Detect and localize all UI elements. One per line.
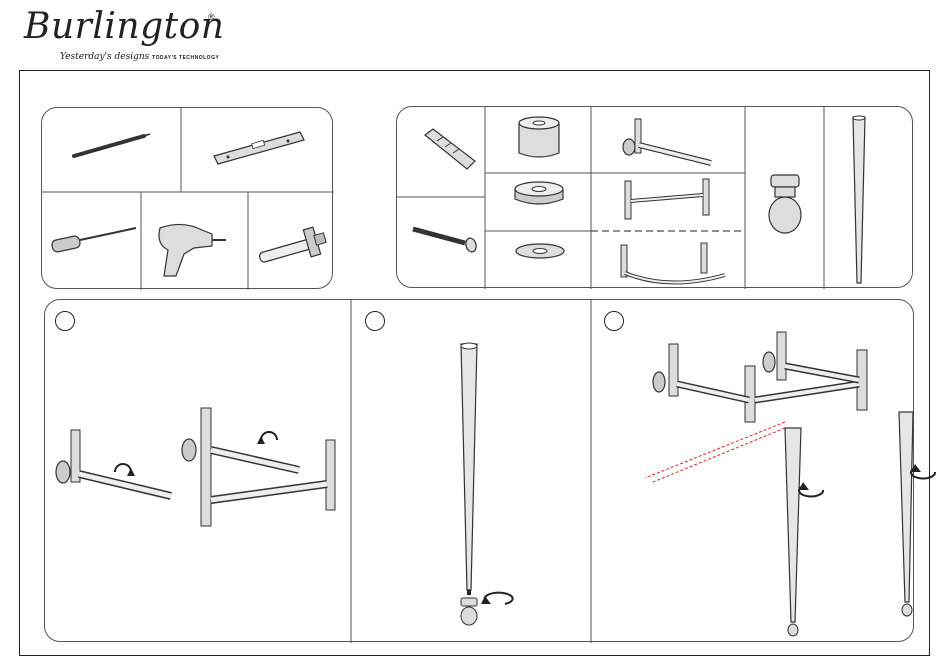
spirit-level-icon bbox=[212, 126, 307, 166]
brand-name: Burlington bbox=[24, 6, 224, 47]
tools-panel bbox=[41, 107, 333, 289]
screw-icon bbox=[411, 223, 481, 253]
step-2-attach-foot bbox=[351, 300, 591, 643]
brand-tagline: Yesterday's designs TODAY'S TECHNOLOGY bbox=[60, 52, 219, 62]
flat-washer-icon bbox=[513, 241, 567, 263]
pencil-icon bbox=[72, 128, 152, 168]
step-1-assemble-rails bbox=[45, 300, 351, 643]
leg-foot-icon bbox=[765, 173, 805, 235]
tagline-text: Yesterday's designs bbox=[60, 52, 149, 62]
rubber-washer-icon bbox=[511, 181, 567, 211]
parts-panel bbox=[396, 106, 913, 288]
spacer-icon bbox=[515, 113, 563, 161]
steps-panel bbox=[44, 299, 914, 642]
curved-rail-icon bbox=[619, 243, 729, 289]
registered-mark: ® bbox=[208, 12, 215, 22]
wall-bracket-rail-icon bbox=[619, 113, 719, 169]
wall-plug-icon bbox=[421, 127, 481, 177]
screwdriver-icon bbox=[50, 226, 140, 256]
step-3-attach-legs bbox=[591, 300, 915, 643]
front-rail-icon bbox=[619, 177, 719, 227]
drill-icon bbox=[152, 220, 232, 278]
leg-icon bbox=[849, 115, 869, 287]
brand-logo: Burlington ® Yesterday's designs TODAY'S… bbox=[22, 6, 222, 68]
hammer-icon bbox=[257, 226, 329, 266]
tagline-caps: TODAY'S TECHNOLOGY bbox=[152, 55, 219, 61]
